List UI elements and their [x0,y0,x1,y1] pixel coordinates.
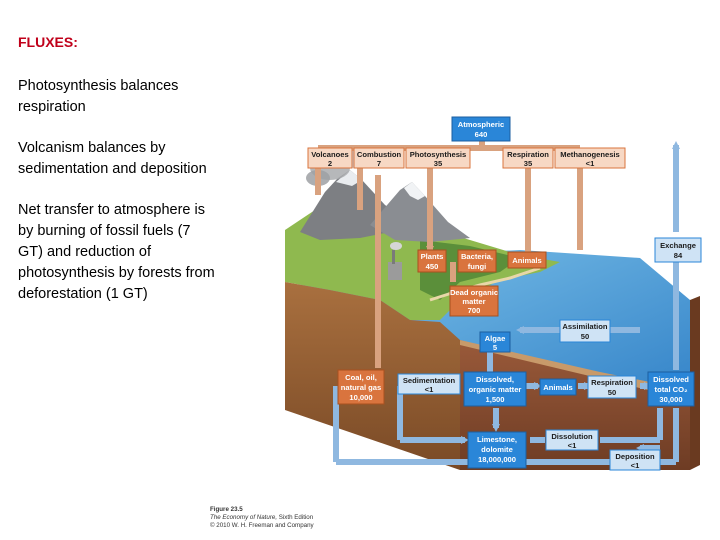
svg-text:Respiration: Respiration [591,378,633,387]
svg-text:Dead organic: Dead organic [450,288,498,297]
svg-text:700: 700 [468,306,481,315]
paragraph-volcanism: Volcanism balances by sedimentation and … [18,140,207,177]
dissolved-co2-box: Dissolved total CO₂ 30,000 [647,371,695,407]
svg-text:1,500: 1,500 [485,395,504,404]
respiration-top-box: Respiration 35 [502,147,554,169]
animals-sea-box: Animals [539,378,577,396]
combustion-box: Combustion 7 [353,147,405,169]
svg-text:640: 640 [475,130,488,139]
svg-text:Methanogenesis: Methanogenesis [560,150,620,159]
fossil-fuels-box: Coal, oil, natural gas 10,000 [337,369,385,405]
exchange-box: Exchange 84 [654,237,702,263]
svg-text:Respiration: Respiration [507,150,549,159]
svg-text:Combustion: Combustion [357,150,402,159]
svg-text:Figure 23.5: Figure 23.5 [210,506,243,513]
svg-text:natural gas: natural gas [341,383,382,392]
svg-text:35: 35 [524,159,533,168]
svg-text:The Economy of Nature, Sixth E: The Economy of Nature, Sixth Edition [210,514,314,521]
text-panel: FLUXES: Photosynthesis balances respirat… [18,34,218,325]
svg-text:5: 5 [493,343,498,352]
svg-text:<1: <1 [568,441,577,450]
dissolution-box: Dissolution <1 [545,429,599,451]
figure-caption: Figure 23.5 The Economy of Nature, Sixth… [210,506,315,529]
svg-text:Animals: Animals [512,256,542,265]
svg-text:fungi: fungi [468,262,487,271]
svg-text:dolomite: dolomite [481,445,513,454]
assimilation-box: Assimilation 50 [559,319,611,343]
svg-text:organic matter: organic matter [469,385,522,394]
svg-text:<1: <1 [631,461,640,470]
svg-text:2: 2 [328,159,332,168]
svg-text:84: 84 [674,251,683,260]
svg-text:50: 50 [608,388,616,397]
svg-text:10,000: 10,000 [349,393,372,402]
svg-text:450: 450 [426,262,439,271]
svg-text:<1: <1 [586,159,595,168]
svg-text:Limestone,: Limestone, [477,435,517,444]
svg-text:18,000,000: 18,000,000 [478,455,516,464]
limestone-box: Limestone, dolomite 18,000,000 [467,431,527,469]
bacteria-box: Bacteria, fungi [457,249,497,273]
svg-text:Atmospheric: Atmospheric [458,120,504,129]
svg-text:35: 35 [434,159,443,168]
sedimentation-box: Sedimentation <1 [397,373,461,395]
paragraph-photosynthesis: Photosynthesis balances respiration [18,78,179,115]
svg-text:Plants: Plants [421,252,444,261]
svg-text:Volcanoes: Volcanoes [311,150,348,159]
svg-text:Dissolved,: Dissolved, [476,375,514,384]
svg-text:<1: <1 [425,385,434,394]
svg-text:Algae: Algae [485,334,506,343]
svg-text:© 2010 W. H. Freeman and Compa: © 2010 W. H. Freeman and Company [210,522,315,529]
respiration-sea-box: Respiration 50 [587,375,637,399]
svg-text:50: 50 [581,332,589,341]
svg-text:Sedimentation: Sedimentation [403,376,456,385]
mountain [370,182,470,242]
methanogenesis-box: Methanogenesis <1 [554,147,626,169]
photosynthesis-box: Photosynthesis 35 [405,147,471,169]
deposition-box: Deposition <1 [609,449,661,471]
animals-land-box: Animals [507,251,547,269]
paragraph-net-transfer: Net transfer to atmosphere is by burning… [18,202,215,302]
svg-text:7: 7 [377,159,381,168]
plants-box: Plants 450 [417,249,447,273]
dead-organic-box: Dead organic matter 700 [449,285,499,317]
algae-box: Algae 5 [479,331,511,353]
svg-text:Exchange: Exchange [660,241,696,250]
svg-text:Photosynthesis: Photosynthesis [410,150,467,159]
svg-text:Assimilation: Assimilation [562,322,608,331]
atmospheric-box: Atmospheric 640 [451,116,511,142]
svg-text:Dissolution: Dissolution [551,432,593,441]
svg-text:Bacteria,: Bacteria, [461,252,493,261]
dissolved-organic-box: Dissolved, organic matter 1,500 [463,371,527,407]
svg-text:Dissolved: Dissolved [653,375,689,384]
svg-text:total CO₂: total CO₂ [655,385,688,394]
factory-icon [388,262,402,280]
svg-text:Coal, oil,: Coal, oil, [345,373,377,382]
volcanoes-box: Volcanoes 2 [307,147,353,169]
svg-text:matter: matter [462,297,485,306]
svg-text:Animals: Animals [543,383,573,392]
svg-text:Deposition: Deposition [615,452,655,461]
svg-text:30,000: 30,000 [659,395,682,404]
fluxes-heading: FLUXES: [18,34,78,50]
